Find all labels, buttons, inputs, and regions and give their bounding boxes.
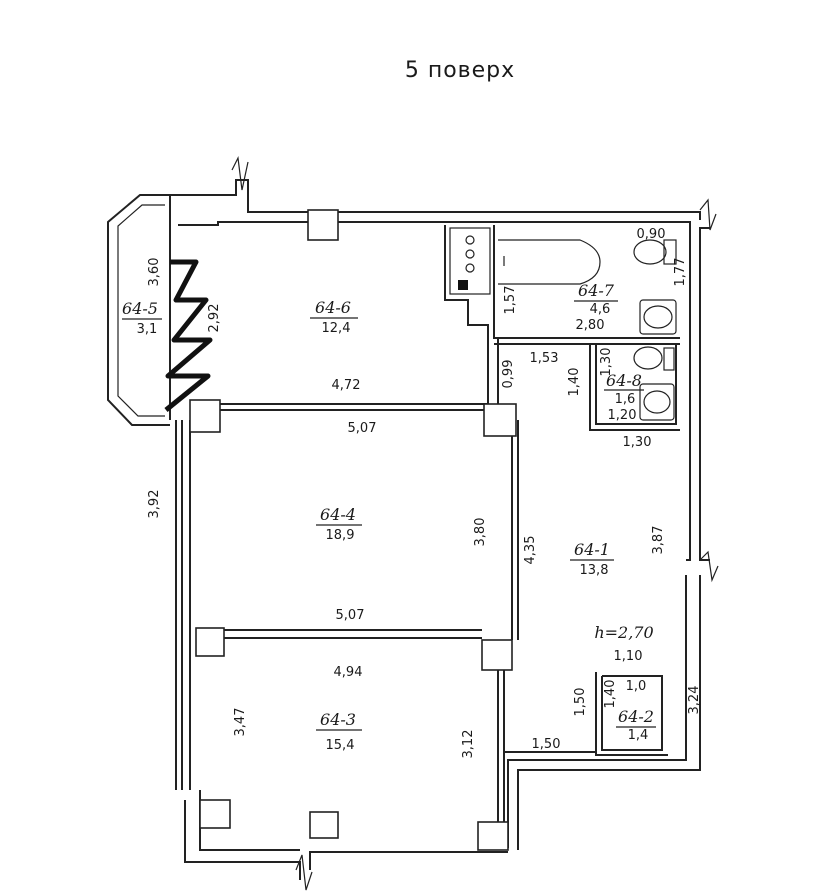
room-id-64-8: 64-8 xyxy=(606,371,642,390)
dim-label: 1,40 xyxy=(603,680,618,709)
dim-label: 1,0 xyxy=(626,679,647,694)
dim-label: 1,57 xyxy=(503,286,518,315)
dim-label: 1,20 xyxy=(608,408,637,423)
dim-label: 1,40 xyxy=(567,368,582,397)
dimension-labels: 3,60 2,92 4,72 5,07 3,92 3,80 5,07 4,94 … xyxy=(147,227,702,758)
dim-label: 5,07 xyxy=(336,608,365,623)
stove-icon xyxy=(449,227,491,295)
walls xyxy=(107,155,719,891)
sink-icon xyxy=(639,299,677,335)
dim-label: 3,24 xyxy=(687,686,702,715)
scribble-mark xyxy=(164,259,213,412)
room-id-64-2: 64-2 xyxy=(618,707,654,726)
room-id-64-5: 64-5 xyxy=(122,299,158,318)
pillars xyxy=(189,209,517,851)
dim-label: 1,30 xyxy=(623,435,652,450)
dim-label: 3,92 xyxy=(147,490,162,519)
dim-label: 3,87 xyxy=(651,526,666,555)
ceiling-height-label: h=2,70 xyxy=(594,623,653,642)
dim-label: 1,50 xyxy=(573,688,588,717)
dim-label: 3,47 xyxy=(233,708,248,737)
dim-label: 3,12 xyxy=(461,730,476,759)
room-id-64-4: 64-4 xyxy=(320,505,356,524)
dim-label: 5,07 xyxy=(348,421,377,436)
dim-label: 1,10 xyxy=(614,649,643,664)
dim-label: 3,60 xyxy=(147,258,162,287)
room-area-64-8: 1,6 xyxy=(615,392,636,407)
dim-label: 1,77 xyxy=(673,258,688,287)
dim-label: 4,35 xyxy=(523,536,538,565)
room-area-64-6: 12,4 xyxy=(322,321,351,336)
interior-walls xyxy=(190,225,680,850)
dim-label: 0,90 xyxy=(637,227,666,242)
bathtub-icon xyxy=(498,239,601,285)
toilet-icon xyxy=(633,346,675,371)
room-area-64-7: 4,6 xyxy=(590,302,611,317)
room-area-64-5: 3,1 xyxy=(137,322,158,337)
dim-label: 1,30 xyxy=(599,348,614,377)
dim-label: 4,72 xyxy=(332,378,361,393)
room-labels: 64-5 3,1 64-6 12,4 64-7 4,6 64-8 1,6 64-… xyxy=(122,281,656,753)
room-id-64-3: 64-3 xyxy=(320,710,356,729)
room-id-64-6: 64-6 xyxy=(315,298,351,317)
dim-label: 3,80 xyxy=(473,518,488,547)
room-area-64-2: 1,4 xyxy=(628,728,649,743)
dim-label: 2,92 xyxy=(207,304,222,333)
room-area-64-1: 13,8 xyxy=(580,563,609,578)
dim-label: 1,53 xyxy=(530,351,559,366)
room-area-64-4: 18,9 xyxy=(326,528,355,543)
sink-icon xyxy=(639,383,675,421)
room-area-64-3: 15,4 xyxy=(326,738,355,753)
dim-label: 4,94 xyxy=(334,665,363,680)
room-id-64-7: 64-7 xyxy=(578,281,615,300)
toilet-icon xyxy=(633,239,677,265)
room-id-64-1: 64-1 xyxy=(574,540,610,559)
dim-label: 2,80 xyxy=(576,318,605,333)
fixtures xyxy=(449,227,677,421)
floor-title: 5 поверх xyxy=(405,58,515,83)
dim-label: 1,50 xyxy=(532,737,561,752)
dim-label: 0,99 xyxy=(501,360,516,389)
